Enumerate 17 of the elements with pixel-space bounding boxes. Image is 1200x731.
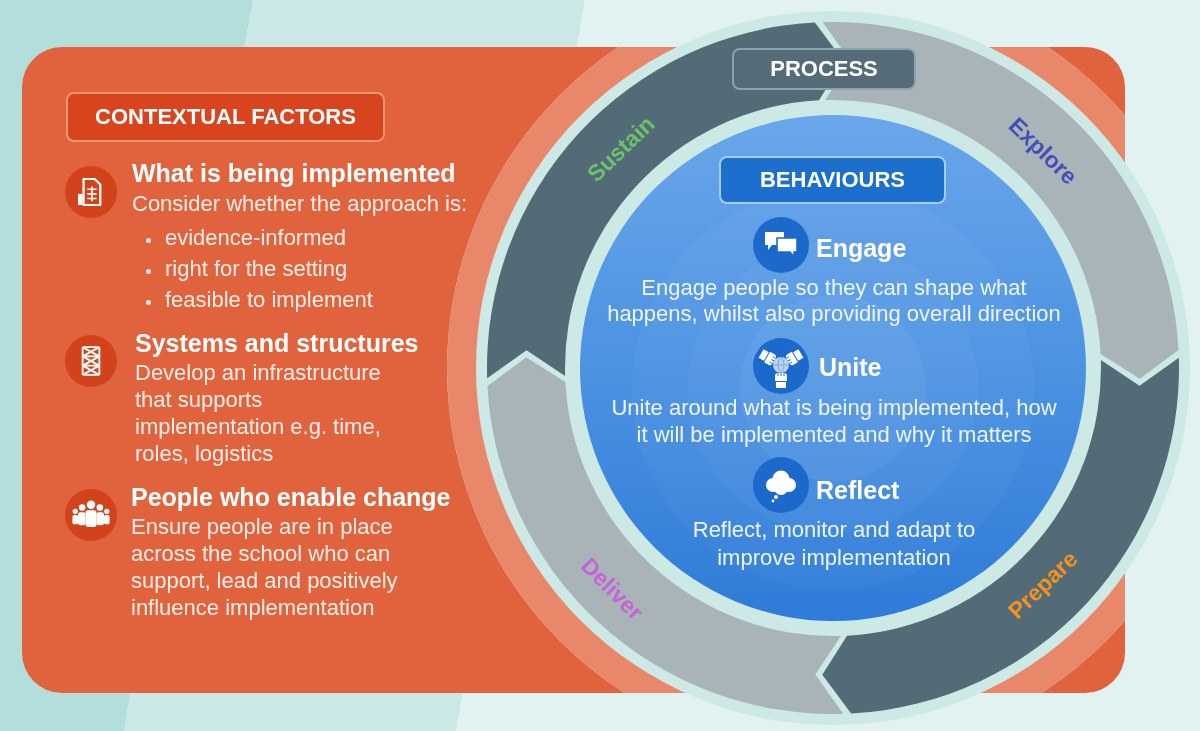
factor-heading: What is being implemented [132, 158, 456, 189]
factor-description: Develop an infrastructure that supports implementation e.g. time, roles, logistics [135, 359, 382, 467]
section-heading: CONTEXTUAL FACTORS [66, 92, 385, 142]
behaviour-description: Unite around what is being implemented, how it will be implemented and why it matters [610, 394, 1058, 448]
factor-heading: Systems and structures [135, 328, 419, 359]
behaviour-description: Reflect, monitor and adapt to improve implementation [691, 516, 977, 572]
factor-heading: People who enable change [131, 482, 451, 513]
bullet-item: feasible to implement [165, 286, 373, 314]
behaviour-title: Reflect [816, 475, 900, 506]
section-heading: BEHAVIOURS [719, 156, 946, 204]
factor-description: Ensure people are in place across the school who can support, lead and positively influence implementation [131, 513, 399, 621]
behaviour-title: Unite [819, 352, 882, 383]
factor-description: Consider whether the approach is: [132, 190, 468, 218]
behaviour-title: Engage [816, 233, 907, 264]
bullet-item: evidence-informed [165, 224, 346, 252]
bullet-item: right for the setting [165, 255, 348, 283]
behaviour-description: Engage people so they can shape what happens, whilst also providing overall direction [606, 275, 1062, 327]
